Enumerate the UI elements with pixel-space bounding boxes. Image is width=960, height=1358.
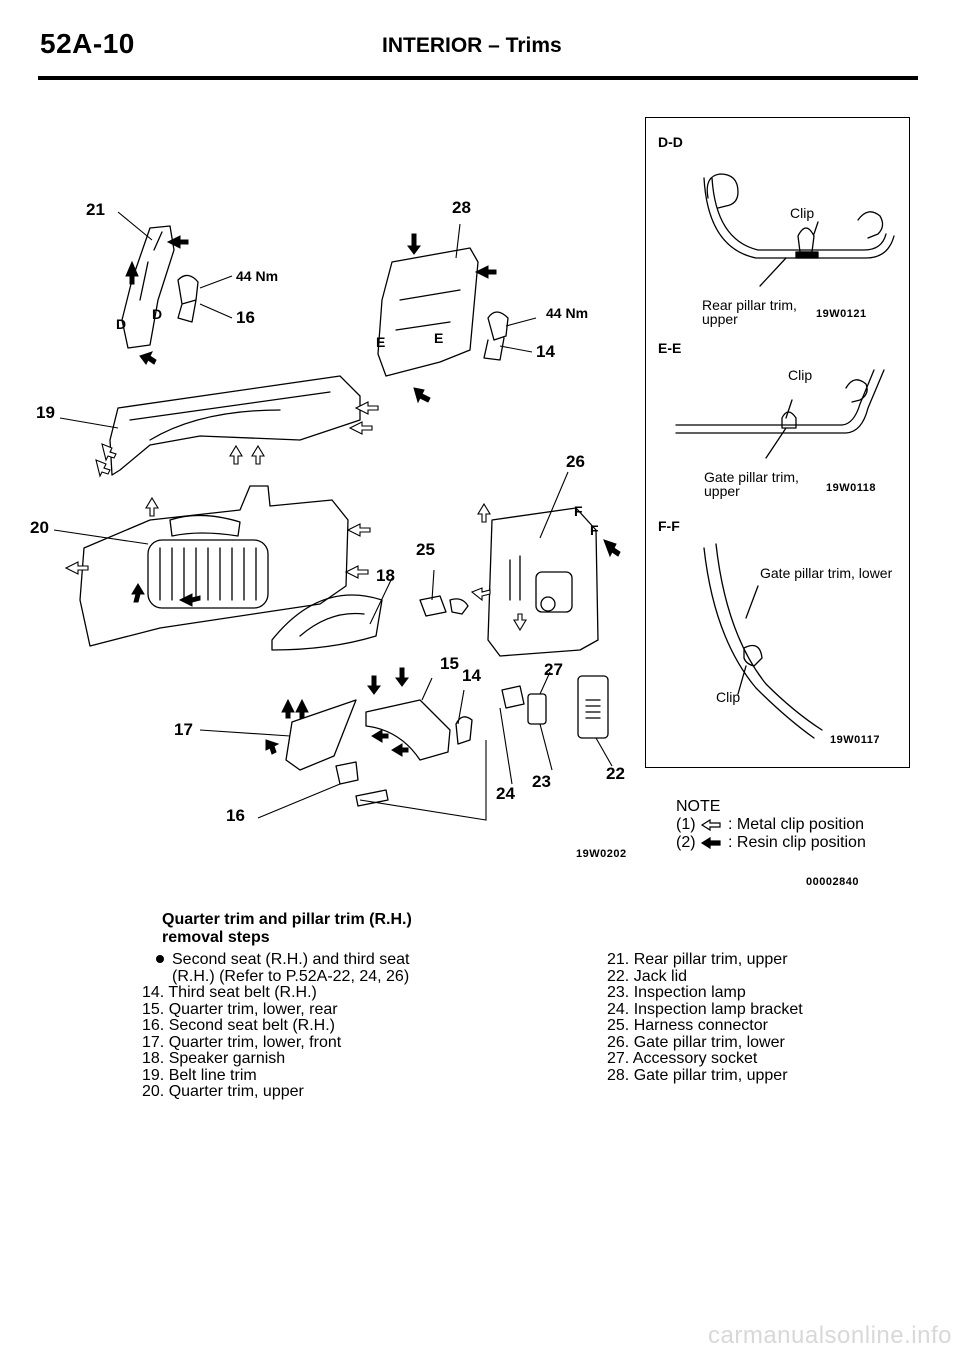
step-item: 20. Quarter trim, upper — [142, 1083, 304, 1100]
inspection-lamp-bracket-part — [501, 685, 525, 709]
step-item: 24. Inspection lamp bracket — [607, 1000, 803, 1018]
note-item1-text: : Metal clip position — [728, 816, 865, 833]
note-code: 00002840 — [806, 876, 859, 888]
section-ee-callout-line1: Gate pillar trim, — [704, 469, 799, 485]
section-ff-title: F-F — [658, 518, 680, 534]
label-14-mid: 14 — [462, 666, 481, 685]
bullet-icon — [156, 955, 164, 963]
section-dd-clip-label: Clip — [790, 205, 815, 221]
section-ff-callout: Gate pillar trim, lower — [760, 565, 893, 581]
note-title: NOTE — [676, 798, 721, 815]
quarter-trim-lower-front-part — [285, 699, 357, 771]
resin-clip-arrow-icon — [700, 836, 721, 850]
label-22: 22 — [606, 764, 625, 783]
belt-line-trim-part — [109, 375, 361, 476]
step-item: 15. Quarter trim, lower, rear — [142, 1000, 338, 1018]
label-28: 28 — [452, 198, 471, 217]
harness-connector-part — [419, 595, 469, 617]
label-16-top: 16 — [236, 308, 255, 327]
speaker-garnish-part — [271, 594, 383, 651]
section-marker-d2: D — [152, 306, 163, 322]
label-25: 25 — [416, 540, 435, 559]
page-title: INTERIOR – Trims — [382, 34, 562, 57]
step-item: 27. Accessory socket — [607, 1050, 758, 1067]
label-16-bottom: 16 — [226, 806, 245, 825]
section-marker-e1: E — [376, 334, 386, 350]
note-item2-prefix: (2) — [676, 834, 696, 851]
prerequisite-step-cont: (R.H.) (Refer to P.52A-22, 24, 26) — [172, 967, 410, 985]
section-ff-clip-label: Clip — [716, 689, 741, 705]
metal-clip-arrow-icon — [700, 818, 721, 832]
section-dd-title: D-D — [658, 134, 683, 150]
section-ee-clip-label: Clip — [788, 367, 813, 383]
prerequisite-step: Second seat (R.H.) and third seat — [142, 951, 409, 969]
torque-label-right: 44 Nm — [546, 305, 589, 321]
quarter-trim-lower-rear-part — [365, 699, 451, 761]
label-14-top: 14 — [536, 342, 555, 361]
section-dd-callout-line2: upper — [702, 311, 738, 327]
figure-code-main: 19W0202 — [576, 848, 627, 860]
step-item: 21. Rear pillar trim, upper — [607, 951, 788, 968]
section-detail-drawings — [675, 173, 895, 739]
note-item2-text: : Resin clip position — [728, 834, 866, 851]
step-item: 17. Quarter trim, lower, front — [142, 1033, 342, 1051]
step-item: 18. Speaker garnish — [142, 1050, 286, 1067]
section-ee-callout-line2: upper — [704, 483, 740, 499]
gate-pillar-trim-upper-part — [377, 247, 479, 377]
removal-steps-title: Quarter trim and pillar trim (R.H.) remo… — [162, 911, 412, 947]
seat-belt-anchor-top-right — [483, 311, 509, 361]
section-ff-code: 19W0117 — [830, 734, 880, 746]
section-dd-code: 19W0121 — [816, 308, 867, 320]
label-15: 15 — [440, 654, 459, 673]
label-20: 20 — [30, 518, 49, 537]
step-item: 28. Gate pillar trim, upper — [607, 1066, 788, 1084]
step-item: 22. Jack lid — [607, 967, 688, 985]
gate-pillar-trim-lower-part — [487, 507, 599, 657]
label-18: 18 — [376, 566, 395, 585]
step-item: 26. Gate pillar trim, lower — [607, 1033, 785, 1051]
seat-belt-anchor-top — [177, 274, 199, 323]
removal-steps-title-line2: removal steps — [162, 929, 270, 946]
removal-steps-title-line1: Quarter trim and pillar trim (R.H.) — [162, 911, 412, 928]
section-marker-f2: F — [590, 522, 599, 538]
section-dd-callout-line1: Rear pillar trim, — [702, 297, 797, 313]
step-item: 14. Third seat belt (R.H.) — [142, 984, 317, 1001]
label-27: 27 — [544, 660, 563, 679]
section-ee-code: 19W0118 — [826, 482, 876, 494]
step-item: 19. Belt line trim — [142, 1066, 257, 1084]
section-marker-f1: F — [574, 503, 583, 519]
step-item: 16. Second seat belt (R.H.) — [142, 1017, 335, 1034]
section-ee-title: E-E — [658, 340, 682, 356]
section-marker-d1: D — [116, 316, 127, 332]
section-detail-box: D-D Clip Rear pillar trim, upper 19W0121… — [645, 117, 910, 768]
label-26: 26 — [566, 452, 585, 471]
note-item1-prefix: (1) — [676, 816, 696, 833]
removal-steps-left-list: Second seat (R.H.) and third seat (R.H.)… — [142, 951, 410, 1101]
jack-lid-part — [577, 675, 609, 739]
label-23: 23 — [532, 772, 551, 791]
inspection-lamp-part — [527, 693, 547, 725]
quarter-trim-upper-part — [79, 485, 349, 647]
step-item: 25. Harness connector — [607, 1017, 768, 1034]
step-item: 23. Inspection lamp — [607, 984, 746, 1001]
watermark: carmanualsonline.info — [708, 1322, 952, 1349]
torque-label-left: 44 Nm — [236, 268, 279, 284]
label-24: 24 — [496, 784, 515, 803]
removal-steps-right-list: 21. Rear pillar trim, upper 22. Jack lid… — [607, 951, 803, 1084]
label-19: 19 — [36, 403, 55, 422]
header-rule — [38, 76, 918, 80]
label-17: 17 — [174, 720, 193, 739]
section-marker-e2: E — [434, 330, 444, 346]
page-number: 52A-10 — [40, 28, 135, 59]
rear-pillar-trim-upper-part — [121, 225, 175, 349]
label-21: 21 — [86, 200, 105, 219]
